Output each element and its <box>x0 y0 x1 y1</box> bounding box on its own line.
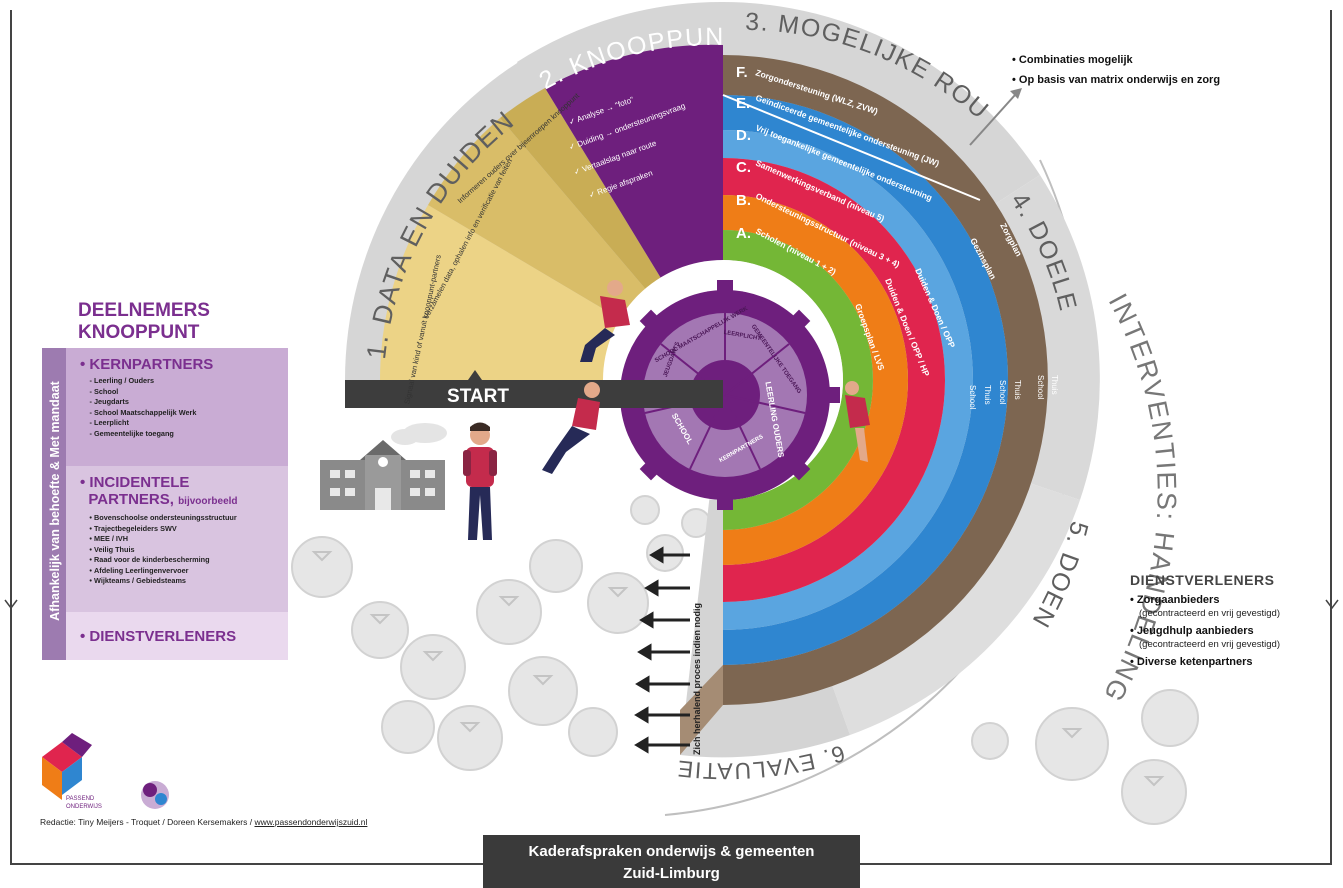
deelnemers-title: DEELNEMERS KNOOPPUNT <box>78 300 278 344</box>
incidentele-partners-block: • INCIDENTELE PARTNERS, bijvoorbeeld Bov… <box>66 466 288 612</box>
footer-line2: Zuid-Limburg <box>623 865 720 882</box>
logo-text-1: ONDERWIJS <box>66 804 102 810</box>
dienstverlener-item: Diverse ketenpartners <box>1130 656 1330 669</box>
incidentele-item: MEE / IVH <box>94 534 288 545</box>
dienstverlener-item: Zorgaanbieders (gecontracteerd en vrij ge… <box>1130 594 1330 620</box>
left-arrow-icon <box>4 599 18 610</box>
kern-item: Jeugdarts <box>94 397 288 408</box>
credit-line: Redactie: Tiny Meijers - Troquet / Doree… <box>40 817 367 827</box>
doen-label-1: School <box>1036 375 1045 400</box>
kernpartners-title: • KERNPARTNERS <box>80 356 214 373</box>
dienstverleners-list: DIENSTVERLENERS Zorgaanbieders (gecontrac… <box>1130 572 1330 674</box>
incidentele-title: • INCIDENTELE PARTNERS, bijvoorbeeld <box>80 474 288 510</box>
dienstverlener-item: Jeugdhulp aanbieders (gecontracteerd en v… <box>1130 625 1330 651</box>
evaluatie-note: Zich herhalend proces indien nodig <box>692 603 702 755</box>
incidentele-title-line1: • INCIDENTELE <box>80 474 190 491</box>
dienstverlener-label: Jeugdhulp aanbieders <box>1136 625 1254 637</box>
school-building-icon <box>320 423 447 510</box>
route-letter-a: A. <box>736 225 751 242</box>
routes-arrow-line <box>969 94 1016 146</box>
deelnemers-side-bar: Afhankelijk van behoefte & Met mandaat <box>42 348 66 660</box>
student-figure-icon <box>463 422 497 540</box>
route-letter-c: C. <box>736 159 751 176</box>
routes-note-item: Op basis van matrix onderwijs en zorg <box>1012 70 1220 90</box>
incidentele-item: Veilig Thuis <box>94 545 288 556</box>
credit-link[interactable]: www.passendonderwijszuid.nl <box>254 817 368 827</box>
route-rings <box>723 55 1048 705</box>
kern-item: Gemeentelijke toegang <box>94 429 288 440</box>
dienstverlener-label: Diverse ketenpartners <box>1136 656 1253 668</box>
routes-note-item: Combinaties mogelijk <box>1012 50 1220 70</box>
route-letter-f: F. <box>736 64 748 81</box>
kernpartners-block: • KERNPARTNERS Leerling / Ouders School … <box>66 348 288 466</box>
kern-item: School <box>94 387 288 398</box>
evaluatie-arrows <box>634 546 690 754</box>
incidentele-item: Raad voor de kinderbescherming <box>94 555 288 566</box>
evaluatie-stripes <box>680 665 723 755</box>
kern-item: Leerplicht <box>94 418 288 429</box>
dienstverlener-sub: (gecontracteerd en vrij gevestigd) <box>1139 608 1280 619</box>
start-label: START <box>447 386 509 407</box>
passend-onderwijs-logo: PASSEND ONDERWIJS <box>42 733 169 810</box>
incidentele-item: Bovenschoolse ondersteuningsstructuur <box>94 513 288 524</box>
footer-banner: Kaderafspraken onderwijs & gemeenten Zui… <box>483 835 860 888</box>
route-letter-e: E. <box>736 95 750 112</box>
kern-item: Leerling / Ouders <box>94 376 288 387</box>
incidentele-title-line2: PARTNERS, <box>88 491 174 508</box>
incidentele-title-small: bijvoorbeeld <box>178 496 238 507</box>
climbing-figures-icon <box>542 280 870 474</box>
route-letter-d: D. <box>736 127 751 144</box>
deelnemers-side-label: Afhankelijk van behoefte & Met mandaat <box>48 381 62 621</box>
incidentele-item: Trajectbegeleiders SWV <box>94 524 288 535</box>
footer-line1: Kaderafspraken onderwijs & gemeenten <box>528 843 815 860</box>
start-triangle-icon <box>468 370 482 380</box>
doen-label-5: School <box>968 385 977 410</box>
doen-label-4: Thuis <box>983 385 992 405</box>
dienstverlener-label: Zorgaanbieders <box>1136 594 1220 606</box>
logo-text-0: PASSEND <box>66 796 95 802</box>
doen-label-2: Thuis <box>1013 380 1022 400</box>
routes-arrow-icon <box>1010 88 1022 99</box>
doen-label-3: School <box>998 380 1007 405</box>
route-letter-b: B. <box>736 192 751 209</box>
kern-item: School Maatschappelijk Werk <box>94 408 288 419</box>
incidentele-item: Afdeling Leerlingenvervoer <box>94 566 288 577</box>
deelnemers-panel: Afhankelijk van behoefte & Met mandaat •… <box>42 348 288 660</box>
deelnemers-title-line2: KNOOPPUNT <box>78 322 200 343</box>
doen-label-0: Thuis <box>1050 375 1059 395</box>
incidentele-item: Wijkteams / Gebiedsteams <box>94 576 288 587</box>
decorative-gears <box>291 489 1199 825</box>
dienstverleners-block: • DIENSTVERLENERS <box>66 612 288 660</box>
routes-note: Combinaties mogelijk Op basis van matrix… <box>1012 50 1220 90</box>
dienstverleners-block-title: • DIENSTVERLENERS <box>80 628 237 645</box>
dienstverlener-sub: (gecontracteerd en vrij gevestigd) <box>1139 639 1280 650</box>
credit-text: Redactie: Tiny Meijers - Troquet / Doree… <box>40 817 255 827</box>
dienstverleners-title: DIENSTVERLENERS <box>1130 572 1275 588</box>
deelnemers-title-line1: DEELNEMERS <box>78 300 210 321</box>
start-bar <box>345 380 723 408</box>
